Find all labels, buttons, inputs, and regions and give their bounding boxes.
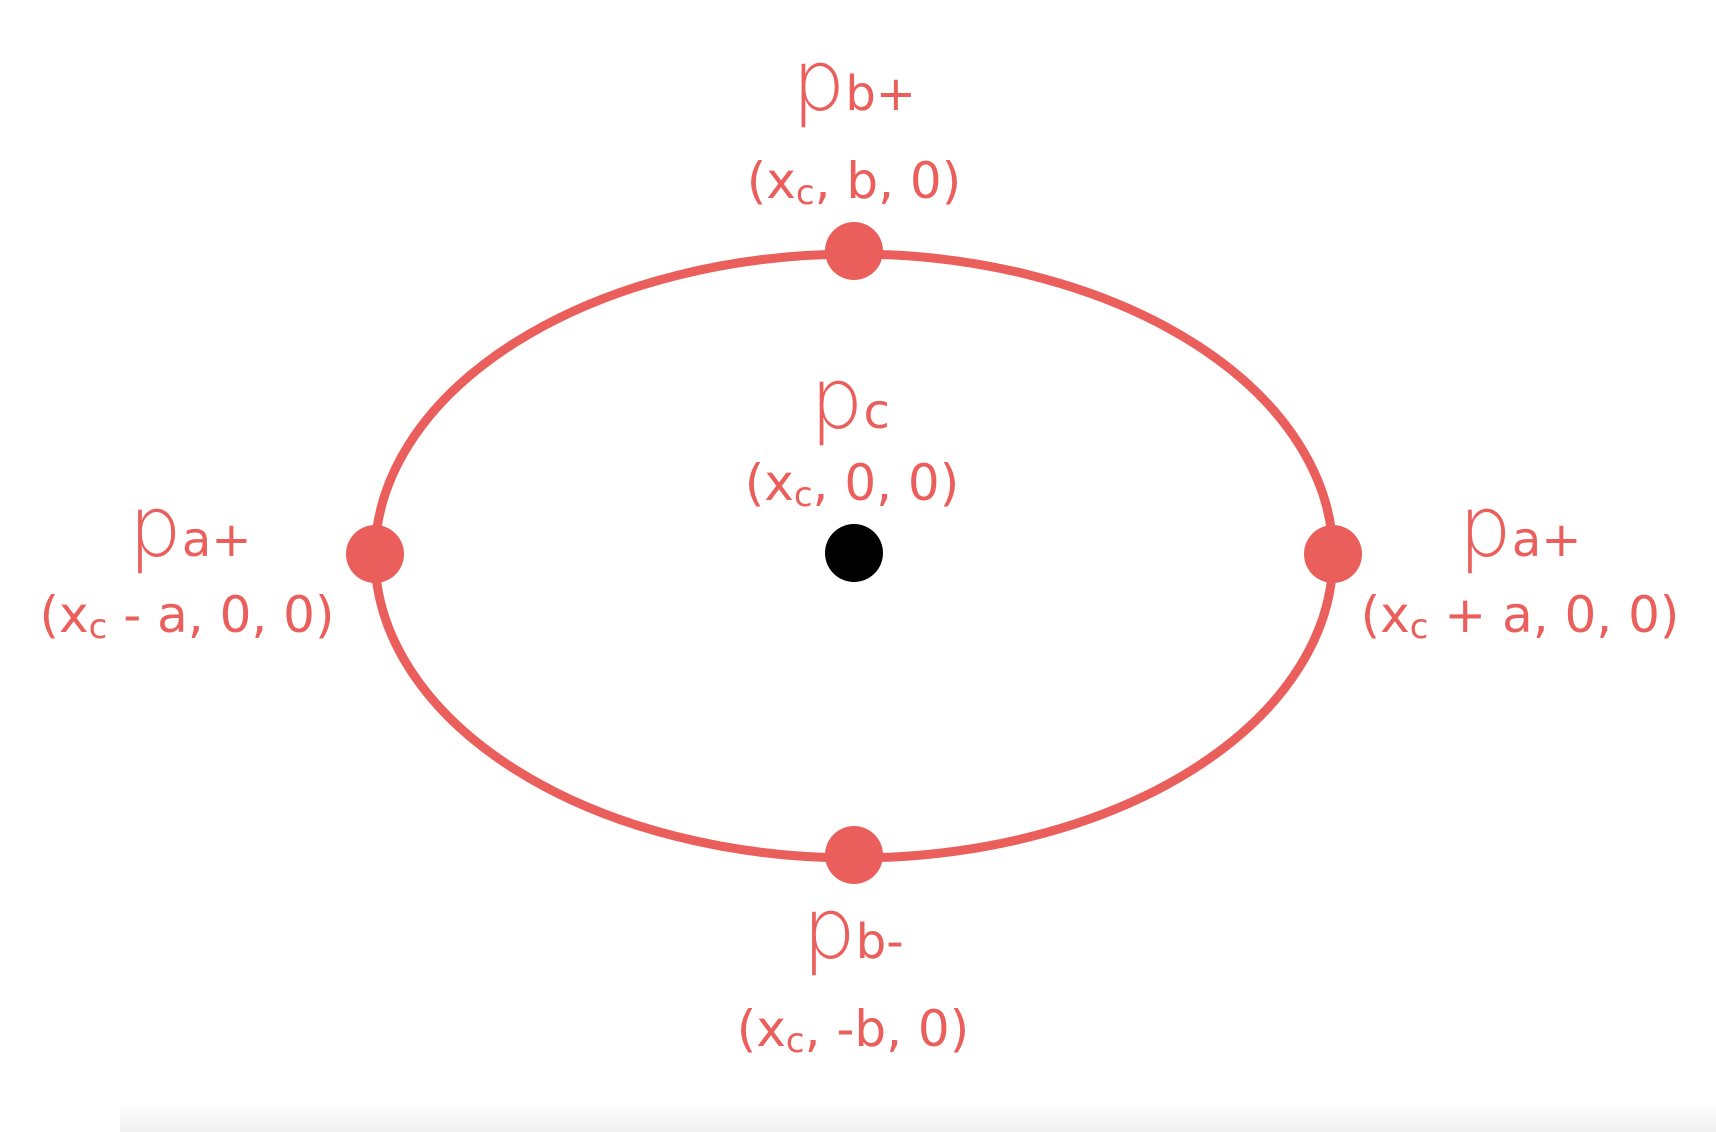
bottom-shadow-band: [120, 1102, 1716, 1132]
point-right-coord-sub: c: [1410, 607, 1429, 647]
point-bottom-label: pb-: [802, 880, 903, 978]
point-center-coord-open: (x: [745, 454, 794, 512]
point-left-coord-rest: - a, 0, 0): [107, 586, 334, 644]
point-bottom-symbol: p: [802, 880, 855, 978]
point-top-coord-rest: , b, 0): [815, 152, 962, 210]
point-top-coord-open: (x: [747, 152, 796, 210]
point-right-coord-open: (x: [1361, 586, 1410, 644]
point-center-subscript: c: [863, 384, 889, 440]
point-left-symbol: p: [129, 478, 182, 576]
point-bottom-coord-sub: c: [786, 1021, 805, 1061]
point-left-coord-open: (x: [40, 586, 89, 644]
point-top-marker: [825, 222, 883, 280]
point-top-symbol: p: [792, 32, 845, 130]
point-bottom-coord-open: (x: [737, 1000, 786, 1058]
point-center-marker: [825, 524, 883, 582]
point-bottom-marker: [825, 826, 883, 884]
point-left-coord-sub: c: [89, 607, 108, 647]
point-center-coord-rest: , 0, 0): [813, 454, 960, 512]
point-left-subscript: a+: [182, 512, 252, 568]
point-center-label: pc: [810, 350, 890, 448]
point-center-coordinates: (xc, 0, 0): [745, 454, 960, 515]
point-bottom-coord-rest: , -b, 0): [805, 1000, 970, 1058]
point-top-coord-sub: c: [796, 173, 815, 213]
point-center-symbol: p: [810, 350, 863, 448]
point-left-marker: [346, 525, 404, 583]
point-top-label: pb+: [792, 32, 916, 130]
point-right-symbol: p: [1459, 478, 1512, 576]
point-right-marker: [1304, 525, 1362, 583]
point-right-subscript: a+: [1512, 512, 1582, 568]
point-bottom-subscript: b-: [856, 914, 904, 970]
point-right-label: pa+: [1459, 478, 1582, 576]
point-left-label: pa+: [129, 478, 252, 576]
point-right-coordinates: (xc + a, 0, 0): [1361, 586, 1680, 647]
point-top-subscript: b+: [845, 66, 916, 122]
point-bottom-coordinates: (xc, -b, 0): [737, 1000, 970, 1061]
point-top-coordinates: (xc, b, 0): [747, 152, 961, 213]
point-left-coordinates: (xc - a, 0, 0): [40, 586, 335, 647]
point-right-coord-rest: + a, 0, 0): [1428, 586, 1679, 644]
point-center-coord-sub: c: [794, 475, 813, 515]
